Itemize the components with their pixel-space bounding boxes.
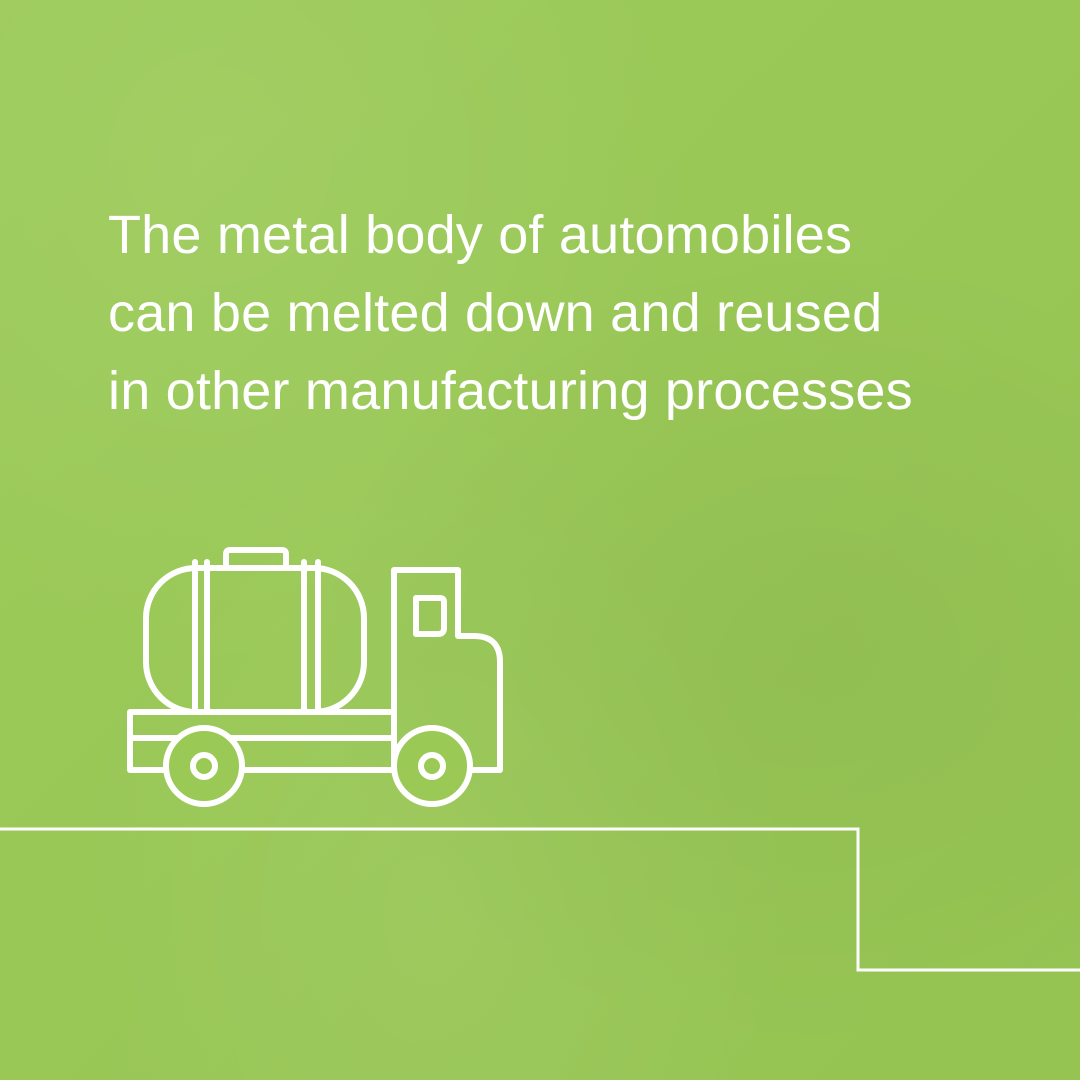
- headline-line-3: in other manufacturing processes: [108, 361, 913, 421]
- truck-cab: [391, 567, 503, 773]
- headline-line-2: can be melted down and reused: [108, 283, 883, 343]
- tanker-truck-icon: [127, 547, 503, 807]
- tank-hatch: [223, 547, 289, 571]
- rear-wheel-hub: [418, 752, 446, 780]
- headline-text: The metal body of automobiles can be mel…: [108, 196, 1008, 430]
- truck-window: [413, 595, 447, 637]
- tank-body: [143, 565, 367, 715]
- front-wheel-hub: [190, 752, 218, 780]
- headline-line-1: The metal body of automobiles: [108, 205, 853, 265]
- rear-wheel: [391, 725, 473, 807]
- front-wheel: [163, 725, 245, 807]
- stepped-road-line: [0, 827, 1080, 972]
